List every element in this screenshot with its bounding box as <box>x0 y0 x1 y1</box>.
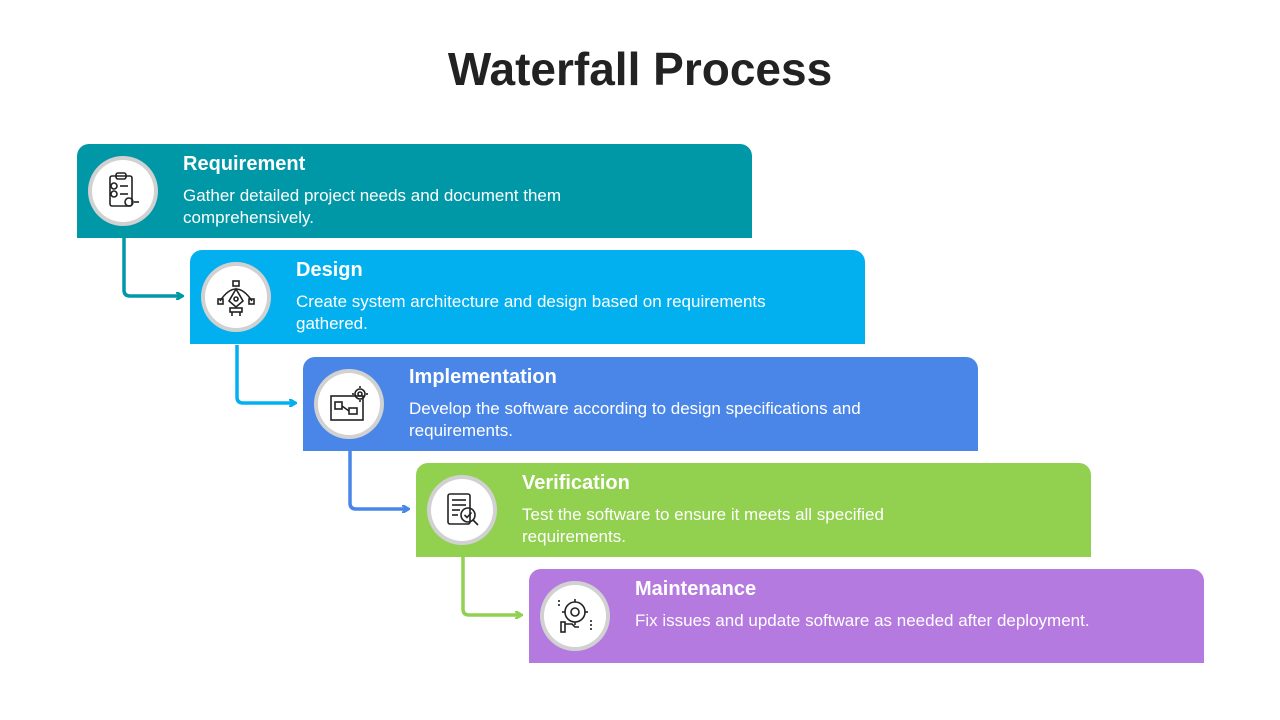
step-requirement: Requirement Gather detailed project need… <box>77 144 752 238</box>
step-verification: Verification Test the software to ensure… <box>416 463 1091 557</box>
step-maintenance: Maintenance Fix issues and update softwa… <box>529 569 1204 663</box>
blueprint-gear-icon <box>314 369 384 439</box>
step-description: Create system architecture and design ba… <box>296 292 766 333</box>
step-description: Develop the software according to design… <box>409 399 861 440</box>
step-description: Fix issues and update software as needed… <box>635 611 1090 630</box>
step-title: Requirement <box>183 153 306 175</box>
gear-wrench-icon <box>540 581 610 651</box>
connector-arrow <box>461 557 521 615</box>
connector-arrow <box>235 345 295 403</box>
pen-tool-icon <box>201 262 271 332</box>
step-title: Maintenance <box>635 578 757 600</box>
connector-arrow <box>122 238 182 296</box>
step-description: Test the software to ensure it meets all… <box>522 505 884 546</box>
step-design: Design Create system architecture and de… <box>190 250 865 344</box>
checklist-icon <box>88 156 158 226</box>
step-implementation: Implementation Develop the software acco… <box>303 357 978 451</box>
diagram-title: Waterfall Process <box>447 43 833 95</box>
connector-arrow <box>348 451 408 509</box>
step-title: Verification <box>522 472 630 494</box>
step-title: Implementation <box>409 366 557 388</box>
step-title: Design <box>296 259 363 281</box>
document-check-icon <box>427 475 497 545</box>
step-description: Gather detailed project needs and docume… <box>183 186 562 227</box>
